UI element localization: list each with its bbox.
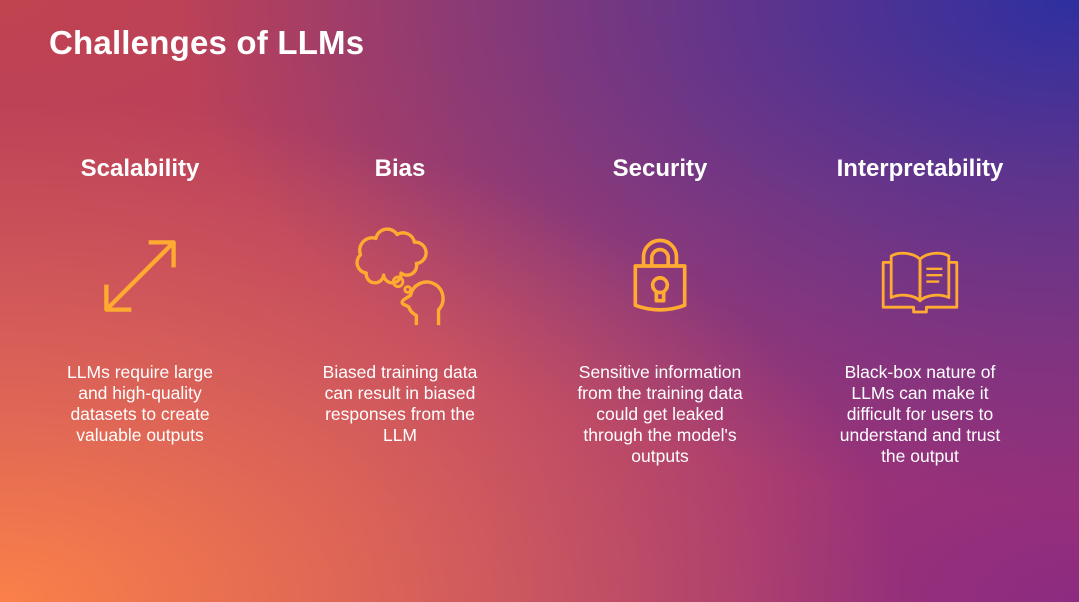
column-security: Security Sensitive information from the … (530, 150, 790, 467)
padlock-icon (530, 196, 790, 356)
column-description: Sensitive information from the training … (577, 362, 743, 466)
expand-arrows-icon (10, 196, 270, 356)
column-heading: Security (612, 155, 708, 182)
slide-title: Challenges of LLMs (49, 24, 365, 61)
column-scalability: Scalability LLMs require large and high-… (10, 150, 270, 467)
column-description: LLMs require large and high-quality data… (67, 362, 213, 445)
column-description: Black-box nature of LLMs can make it dif… (839, 362, 1001, 466)
column-heading: Interpretability (836, 155, 1004, 182)
column-bias: Bias Biased training data can result in … (270, 150, 530, 467)
open-book-icon (790, 196, 1050, 356)
column-description: Biased training data can result in biase… (322, 362, 478, 445)
thought-bubble-head-icon (270, 196, 530, 356)
column-heading: Bias (374, 155, 426, 182)
column-heading: Scalability (80, 155, 200, 182)
columns-row: Scalability LLMs require large and high-… (10, 150, 1050, 467)
column-interpretability: Interpretability Black-box nature of LLM… (790, 150, 1050, 467)
